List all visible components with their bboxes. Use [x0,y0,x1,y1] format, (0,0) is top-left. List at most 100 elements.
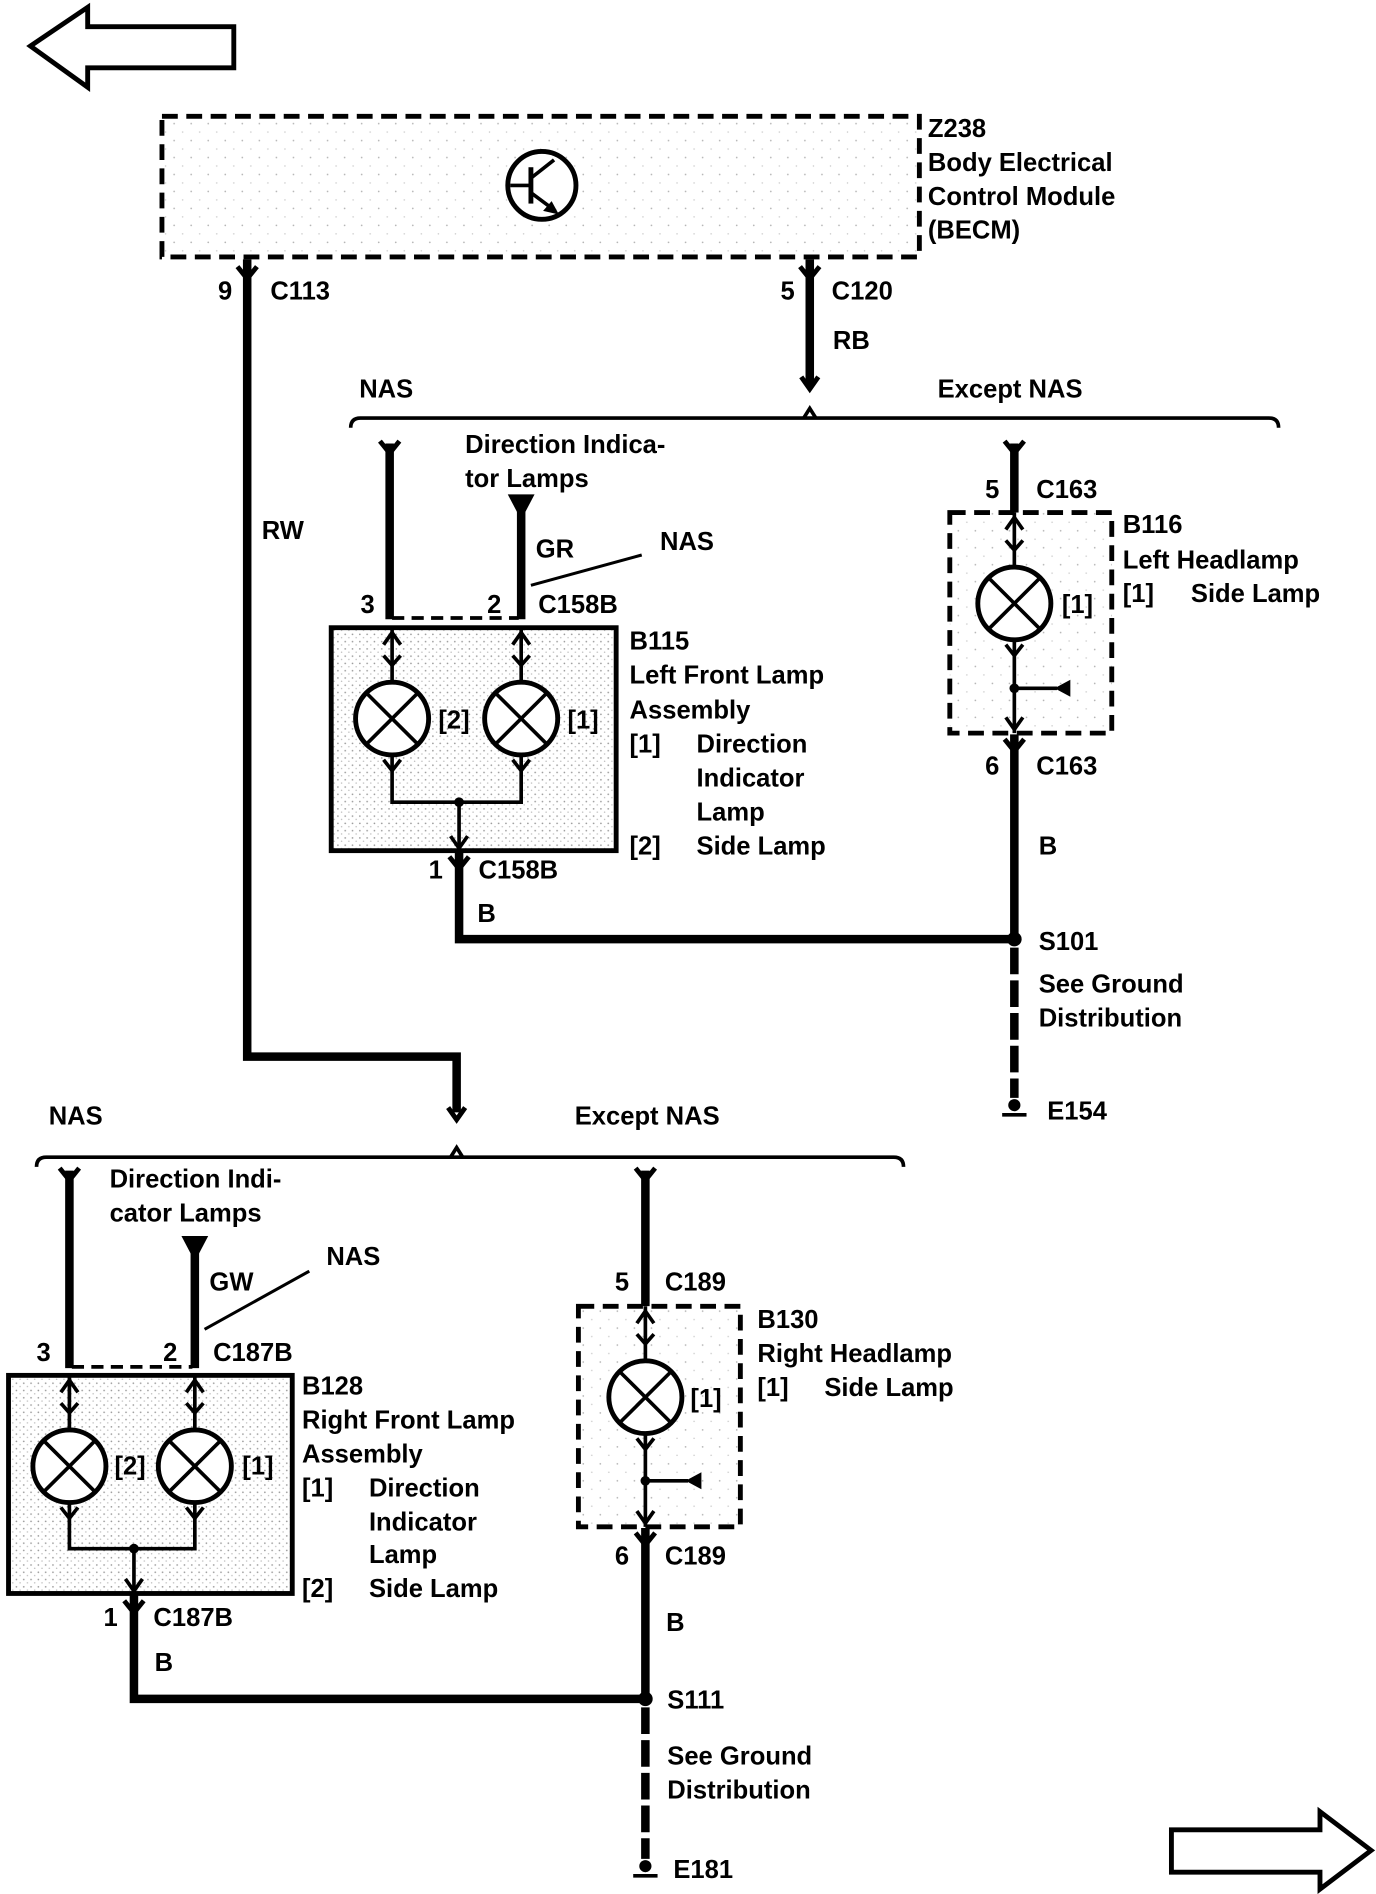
input-pin: 5 [985,476,999,504]
legend-text: Indicator [369,1509,477,1537]
ground-wire-color: B [477,900,495,928]
pin-side: 3 [37,1339,51,1367]
c120-pin: 5 [781,277,795,305]
c113-pin: 9 [218,277,232,305]
ground-wire-color: B [666,1609,684,1637]
component-name: Assembly [302,1441,424,1469]
terminal-mark [635,1307,656,1325]
lamp-tag-direction: [1] [567,706,598,734]
connector-mark [57,1166,82,1185]
ground-pin: 1 [429,857,443,885]
nas-pointer [203,1269,311,1331]
component-ref: B128 [302,1373,363,1401]
legend-text: Side Lamp [697,832,826,860]
terminal-mark [511,629,532,646]
terminal-mark [59,1402,80,1416]
legend-text: Lamp [697,798,765,826]
feed-label: Direction Indi- [110,1166,282,1194]
ground-label: E181 [673,1856,733,1884]
feed-label: tor Lamps [465,465,589,493]
terminal-mark [1004,539,1025,553]
split-bracket [34,1155,906,1168]
direction-indicator-feed-arrow [181,1236,209,1262]
lamp-icon [482,679,561,758]
internal-splice-dot [640,1475,651,1486]
connector-mark [447,855,471,873]
ground-connector: C158B [479,857,559,885]
legend-key: [2] [630,832,661,860]
component-ref: B115 [630,628,690,656]
s111-ground: S111 See Ground Distribution E181 [633,1687,812,1884]
nas-pointer [530,553,643,587]
feed-wire-color: GR [536,535,574,563]
legend-text: Indicator [697,764,805,792]
connector-label: C187B [213,1339,293,1367]
lamp-icon [155,1427,234,1506]
s101-ground: S101 See Ground Distribution E154 [1002,928,1184,1126]
upper-market-split: NAS Except NAS [348,376,1281,428]
c113-connector: C113 [270,277,330,305]
terminal-mark [184,1377,205,1394]
connector-mark [798,265,822,283]
legend-text: Lamp [369,1541,437,1569]
connector-mark [235,265,259,283]
split-label-except-nas: Except NAS [938,376,1083,404]
connector-mark [799,375,821,394]
lamp-icon [606,1358,685,1436]
direction-indicator-feed-arrow [507,494,535,520]
ground-pin: 1 [104,1604,118,1632]
rw-wire-color: RW [262,517,305,545]
terminal-mark [635,1510,656,1527]
legend-text: Direction [369,1475,480,1503]
split-label-nas: NAS [359,376,413,404]
input-connector: C163 [1036,476,1097,504]
split-label-except-nas: Except NAS [575,1103,720,1131]
ground-connector: C187B [153,1604,233,1632]
feed-wire-color: GW [209,1269,254,1297]
splice-label: S111 [667,1687,724,1715]
component-name: Left Front Lamp [630,661,825,689]
splice-dot [1007,931,1022,947]
split-junction-mark [802,404,818,420]
splice-note: See Ground [1039,970,1184,998]
legend-text: Side Lamp [369,1575,498,1603]
terminal-mark [382,629,403,646]
splice-note: Distribution [667,1776,810,1804]
feed-note: NAS [660,528,714,556]
legend-text: Direction [697,731,808,759]
component-ref: B116 [1123,511,1183,539]
b115-left-front-lamp: Direction Indica- tor Lamps GR NAS 3 2 C… [328,431,1015,944]
rw-circuit: 9 C113 RW [218,259,468,1124]
becm-name-line: Control Module [928,183,1115,211]
transistor-icon [505,149,579,222]
ground-icon [633,1860,658,1878]
splice-note: See Ground [667,1742,812,1770]
lamp-tag-direction: [1] [242,1453,273,1481]
component-name: Left Headlamp [1123,546,1299,574]
rb-wire-color: RB [833,327,870,355]
component-name: Right Headlamp [757,1340,952,1368]
b130-right-headlamp: 5 C189 [1] B130 Right Headlamp [1] Side … [575,1166,954,1703]
pin-direction: 2 [487,591,501,619]
input-pin: 5 [615,1269,629,1297]
output-connector: C189 [665,1542,726,1570]
terminal-mark [123,1577,144,1595]
becm-ref: Z238 [928,115,986,143]
ground-label: E154 [1047,1098,1108,1126]
component-name: Right Front Lamp [302,1407,515,1435]
ground-wire-color: B [1039,832,1057,860]
legend-text: Side Lamp [824,1374,953,1402]
b128-right-front-lamp: Direction Indi- cator Lamps GW NAS 3 2 C… [6,1166,643,1704]
right-arrow-icon [1168,1806,1376,1894]
splice-note: Distribution [1039,1004,1182,1032]
legend-text: Side Lamp [1191,580,1320,608]
split-label-nas: NAS [49,1103,103,1131]
terminal-mark [184,1402,205,1416]
feed-label: Direction Indica- [465,431,665,459]
terminal-mark [449,835,470,852]
rw-wire [242,259,461,1113]
terminal-mark [1004,716,1025,733]
connector-label: C158B [538,591,618,619]
split-bracket [348,416,1281,428]
